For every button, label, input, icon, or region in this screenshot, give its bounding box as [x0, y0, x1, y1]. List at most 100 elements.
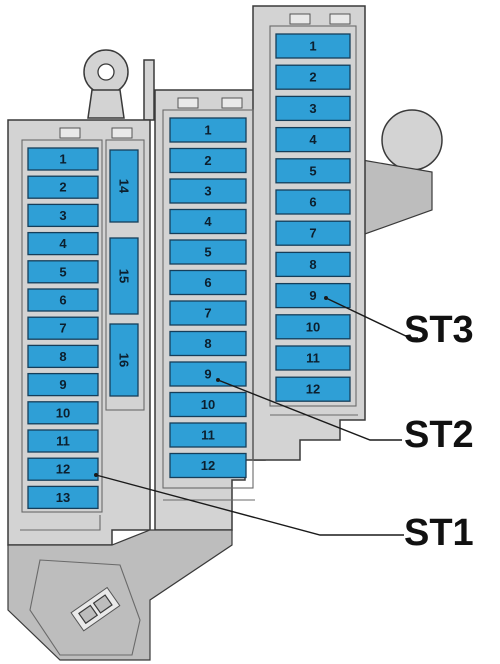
fuse-body [27, 372, 99, 397]
fuse-body [27, 203, 99, 228]
fuse-number: 4 [204, 214, 212, 229]
fuse-st2-3: 3 [169, 178, 247, 204]
leader-line-st1 [95, 474, 404, 536]
fuse-number: 6 [204, 275, 211, 290]
fuse-number: 14 [117, 179, 132, 194]
fuse-body [275, 33, 351, 59]
fuse-body [275, 158, 351, 184]
fuse-st1-9: 9 [27, 372, 99, 397]
fuse-number: 9 [309, 288, 316, 303]
fuse-number: 5 [59, 264, 66, 279]
fuse-st1-6: 6 [27, 288, 99, 312]
fuse-body [169, 208, 247, 235]
fuse-st2-11: 11 [169, 422, 247, 448]
fuse-st3-1: 1 [275, 33, 351, 59]
fuse-number: 2 [309, 70, 316, 85]
fuse-st3-2: 2 [275, 64, 351, 90]
fuse-st1-16: 16 [109, 323, 139, 397]
fuse-st1-1: 1 [27, 147, 99, 171]
fuse-body [27, 260, 99, 284]
fuse-number: 10 [306, 319, 320, 334]
side-wedge [361, 159, 433, 236]
mounting-tab [143, 59, 155, 121]
fuse-st2-8: 8 [169, 330, 247, 357]
fuse-st3-8: 8 [275, 251, 351, 278]
label-st1: ST1 [404, 512, 474, 554]
fuse-st1-14: 14 [109, 149, 139, 223]
fuse-st1-15: 15 [109, 237, 139, 315]
fuse-body [169, 178, 247, 204]
fuse-number: 10 [201, 397, 215, 412]
fuse-body [27, 401, 99, 425]
fuse-st2-4: 4 [169, 208, 247, 235]
fuse-body [27, 429, 99, 453]
fuse-number: 11 [201, 428, 215, 443]
fuse-body [169, 330, 247, 357]
fuse-st2-2: 2 [169, 147, 247, 174]
fuse-number: 6 [309, 195, 316, 210]
fuse-body [169, 300, 247, 326]
fuse-number: 5 [309, 163, 316, 178]
fuse-st2-10: 10 [169, 391, 247, 418]
fuse-body [27, 288, 99, 312]
fuse-body [27, 485, 99, 510]
mounting-bracket [87, 89, 125, 119]
fuse-st2-5: 5 [169, 239, 247, 265]
fuse-body [169, 239, 247, 265]
fuse-body [27, 457, 99, 481]
fuse-body [27, 316, 99, 340]
fuse-number: 1 [309, 39, 316, 54]
fuse-st1-12: 12 [27, 457, 99, 481]
fuse-body [275, 126, 351, 153]
fuse-body [109, 149, 139, 223]
housing-base [7, 529, 233, 661]
fuse-number: 11 [306, 351, 320, 366]
fuse-st1-11: 11 [27, 429, 99, 453]
fuse-body [109, 323, 139, 397]
fuse-number: 2 [204, 153, 211, 168]
callout-st1: ST1 [94, 473, 474, 554]
fuse-body [169, 452, 247, 479]
label-st2: ST2 [404, 414, 474, 456]
fuse-body [275, 251, 351, 278]
fuse-st1-2: 2 [27, 175, 99, 199]
fuse-body [275, 220, 351, 246]
fuse-st3-7: 7 [275, 220, 351, 246]
fuse-number: 2 [59, 180, 66, 195]
fuse-number: 12 [56, 462, 70, 477]
fuse-number: 8 [204, 336, 211, 351]
fuse-st2-6: 6 [169, 269, 247, 296]
fuse-number: 6 [59, 293, 66, 308]
fuse-body [275, 376, 351, 402]
fuse-st2-12: 12 [169, 452, 247, 479]
fuse-st3-10: 10 [275, 314, 351, 340]
fuse-st1-13: 13 [27, 485, 99, 510]
leader-line-st3 [325, 297, 418, 339]
fuse-number: 10 [56, 405, 70, 420]
fuse-st3-11: 11 [275, 345, 351, 371]
fuse-body [169, 147, 247, 174]
fuse-st1-10: 10 [27, 401, 99, 425]
mounting-knob [381, 109, 443, 171]
fuse-st1-3: 3 [27, 203, 99, 228]
fuse-body [275, 314, 351, 340]
fuse-panel-st1-vertical: 14 15 16 [109, 149, 139, 397]
fuse-body [275, 64, 351, 90]
fuse-number: 1 [59, 152, 66, 167]
fuse-number: 3 [204, 184, 211, 199]
fuse-st1-4: 4 [27, 231, 99, 256]
fuse-number: 7 [59, 321, 66, 336]
fuse-body [169, 117, 247, 143]
fuse-number: 12 [306, 382, 320, 397]
fuse-body [275, 189, 351, 215]
fuse-st3-4: 4 [275, 126, 351, 153]
fuse-number: 3 [309, 101, 316, 116]
fuse-body [169, 422, 247, 448]
fuse-st3-6: 6 [275, 189, 351, 215]
fuse-number: 7 [309, 226, 316, 241]
fuse-st3-5: 5 [275, 158, 351, 184]
fuse-body [169, 361, 247, 387]
